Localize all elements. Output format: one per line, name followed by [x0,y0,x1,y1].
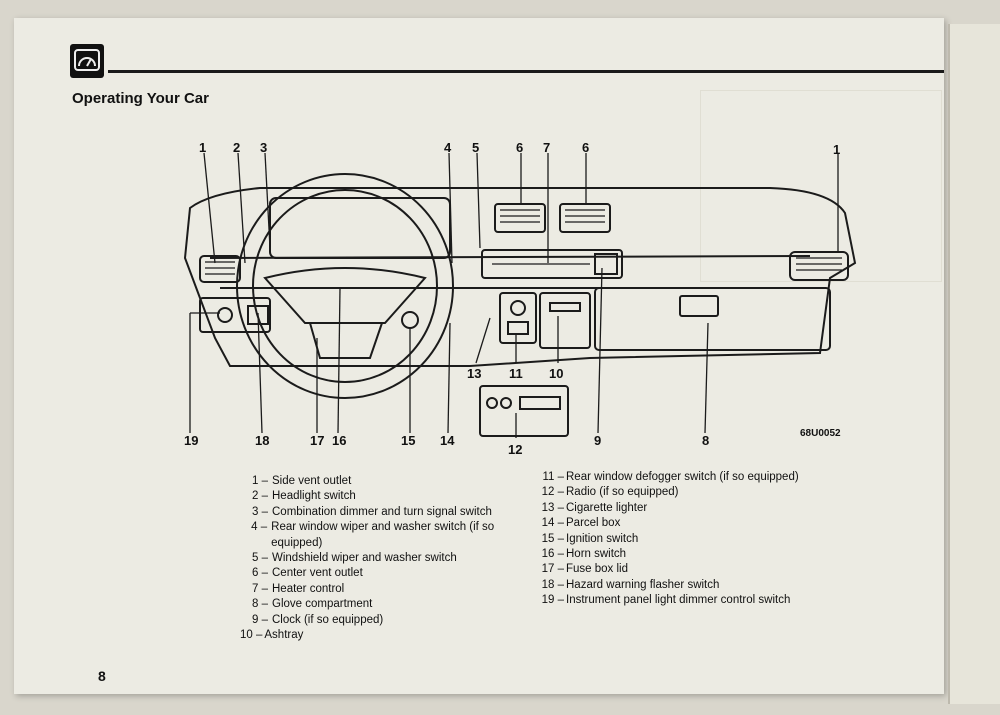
callout-1-left: 1 [199,140,207,155]
legend-item: 3 –Combination dimmer and turn signal sw… [252,505,492,518]
callout-13: 13 [467,366,482,381]
legend-item: 15 –Ignition switch [541,532,639,545]
legend-item: 4 –Rear window wiper and washer switch (… [251,521,495,549]
legend-item: 10 –Ashtray [240,629,304,642]
page-number: 8 [98,668,106,684]
legend-item: 7 –Heater control [252,582,345,595]
callout-1-right: 1 [833,142,841,157]
callout-9: 9 [594,433,602,448]
callout-8: 8 [702,433,710,448]
bleed-through-area [700,90,942,282]
callout-18: 18 [255,433,270,448]
next-page-edge [948,24,1000,704]
legend-left: 1 –Side vent outlet 2 –Headlight switch … [240,474,540,643]
callout-14: 14 [440,433,455,448]
legend-item: 2 –Headlight switch [252,490,356,503]
callout-7: 7 [543,140,551,155]
legend-right: 11 –Rear window defogger switch (if so e… [540,470,800,609]
legend-item: 16 –Horn switch [541,548,627,561]
legend-item: 18 –Hazard warning flasher switch [541,578,720,591]
legend-item: 1 –Side vent outlet [252,475,352,487]
callout-4: 4 [444,140,452,155]
callout-5: 5 [472,140,480,155]
legend-item: 6 –Center vent outlet [252,567,363,580]
legend-item: 17 –Fuse box lid [541,563,629,576]
legend-item: 19 –Instrument panel light dimmer contro… [541,594,791,607]
callout-15: 15 [401,433,416,448]
callout-19: 19 [184,433,199,448]
manual-page [14,18,944,694]
legend-item: 5 –Windshield wiper and washer switch [252,552,457,565]
figure-code: 68U0052 [800,428,841,439]
callout-16: 16 [332,433,347,448]
legend-item: 11 –Rear window defogger switch (if so e… [542,471,799,483]
callout-2: 2 [233,140,241,155]
legend-item: 12 –Radio (if so equipped) [541,486,679,499]
callout-6-right: 6 [582,140,590,155]
page-title: Operating Your Car [72,90,209,107]
dashboard-icon [70,44,104,78]
legend-item: 8 –Glove compartment [252,598,373,611]
legend-item: 14 –Parcel box [541,517,621,530]
callout-17: 17 [310,433,325,448]
dashboard-diagram [183,152,857,438]
header-rule [108,70,944,73]
callout-11: 11 [509,366,523,381]
callout-12: 12 [508,442,523,457]
callout-10: 10 [549,366,564,381]
callout-3: 3 [260,140,268,155]
legend-item: 13 –Cigarette lighter [541,501,648,514]
legend-item: 9 –Clock (if so equipped) [252,613,384,626]
callout-6-left: 6 [516,140,524,155]
